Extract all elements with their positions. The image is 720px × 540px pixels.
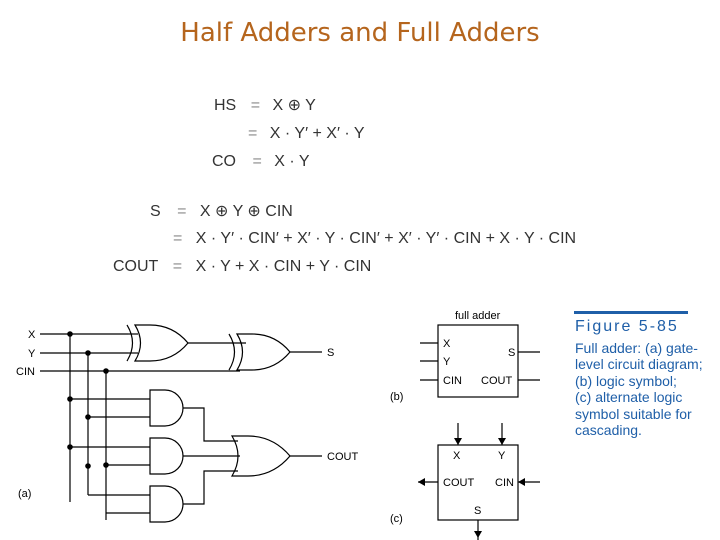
- symbol-c-x: X: [453, 450, 461, 462]
- wire-and3-out: [183, 470, 238, 505]
- junction-dot: [85, 350, 91, 356]
- arrow-icon: [498, 438, 506, 445]
- hs-equation-2: = X · Y′ + X′ · Y: [248, 125, 365, 143]
- gate-level-circuit: X Y CIN S COUT (a) full adder X Y CIN S …: [16, 310, 540, 540]
- figure-caption-line: (b) logic symbol;: [575, 373, 677, 389]
- hs-expression-xor: X ⊕ Y: [272, 97, 316, 114]
- figure-caption-line: level circuit diagram;: [575, 356, 703, 372]
- s-equation-2: = X · Y′ · CIN′ + X′ · Y · CIN′ + X′ · Y…: [173, 230, 576, 248]
- co-expression: X · Y: [274, 153, 310, 170]
- symbol-c-s: S: [474, 505, 481, 517]
- input-label-cin: CIN: [16, 366, 35, 378]
- and-gate-3: [149, 485, 184, 523]
- figure-caption-line: cascading.: [575, 422, 642, 438]
- cout-label: COUT: [113, 258, 159, 275]
- s-label: S: [150, 203, 161, 220]
- cout-expression: X · Y + X · CIN + Y · CIN: [195, 258, 372, 275]
- cout-equation: COUT = X · Y + X · CIN + Y · CIN: [113, 258, 371, 276]
- symbol-b-y: Y: [443, 356, 451, 368]
- symbol-b-title: full adder: [455, 310, 501, 322]
- equals-sign: =: [252, 153, 262, 170]
- symbol-b-s: S: [508, 347, 515, 359]
- hs-equation-1: HS = X ⊕ Y: [214, 95, 316, 115]
- figure-rule: [574, 311, 688, 314]
- or-gate: [230, 435, 291, 477]
- equals-sign: =: [173, 230, 183, 247]
- part-label-c: (c): [390, 513, 403, 525]
- symbol-b-cout: COUT: [481, 375, 512, 387]
- arrow-icon: [454, 438, 462, 445]
- figure-caption-line: Full adder: (a) gate-: [575, 340, 698, 356]
- figure-label: Figure 5-85: [575, 318, 679, 335]
- s-equation-1: S = X ⊕ Y ⊕ CIN: [150, 201, 293, 221]
- and-gate-1: [149, 389, 184, 427]
- junction-dot: [85, 414, 91, 420]
- symbol-c-cout: COUT: [443, 477, 474, 489]
- symbol-c-cin: CIN: [495, 477, 514, 489]
- equals-sign: =: [248, 125, 258, 142]
- and-gate-2: [149, 437, 184, 475]
- symbol-b-cin: CIN: [443, 375, 462, 387]
- junction-dot: [67, 444, 73, 450]
- input-label-y: Y: [28, 348, 36, 360]
- arrow-icon: [474, 531, 482, 538]
- figure-caption-line: symbol suitable for: [575, 406, 692, 422]
- s-expression-sop: X · Y′ · CIN′ + X′ · Y · CIN′ + X′ · Y′ …: [195, 230, 577, 247]
- wire-and1-out: [183, 407, 238, 442]
- slide-title: Half Adders and Full Adders: [180, 18, 540, 48]
- hs-expression-sop: X · Y′ + X′ · Y: [269, 125, 365, 142]
- s-expression-xor: X ⊕ Y ⊕ CIN: [199, 203, 293, 220]
- output-label-s: S: [327, 347, 334, 359]
- equals-sign: =: [250, 97, 261, 114]
- xor-gate-2-back: [228, 333, 236, 371]
- equals-sign: =: [172, 258, 183, 275]
- symbol-c-y: Y: [498, 450, 506, 462]
- symbol-b-x: X: [443, 338, 451, 350]
- arrow-icon: [518, 478, 525, 486]
- junction-dot: [85, 463, 91, 469]
- co-equation: CO = X · Y: [212, 153, 310, 171]
- xor-gate-1-back: [126, 324, 134, 362]
- part-label-b: (b): [390, 391, 403, 403]
- junction-dot: [103, 368, 109, 374]
- hs-label: HS: [214, 97, 237, 114]
- xor-gate-2: [235, 333, 291, 371]
- figure-caption-line: (c) alternate logic: [575, 389, 683, 405]
- co-label: CO: [212, 153, 236, 170]
- xor-gate-1: [133, 324, 189, 362]
- junction-dot: [103, 462, 109, 468]
- input-label-x: X: [28, 329, 36, 341]
- part-label-a: (a): [18, 488, 31, 500]
- junction-dot: [67, 396, 73, 402]
- junction-dot: [67, 331, 73, 337]
- equals-sign: =: [177, 203, 187, 220]
- output-label-cout: COUT: [327, 451, 358, 463]
- arrow-icon: [418, 478, 425, 486]
